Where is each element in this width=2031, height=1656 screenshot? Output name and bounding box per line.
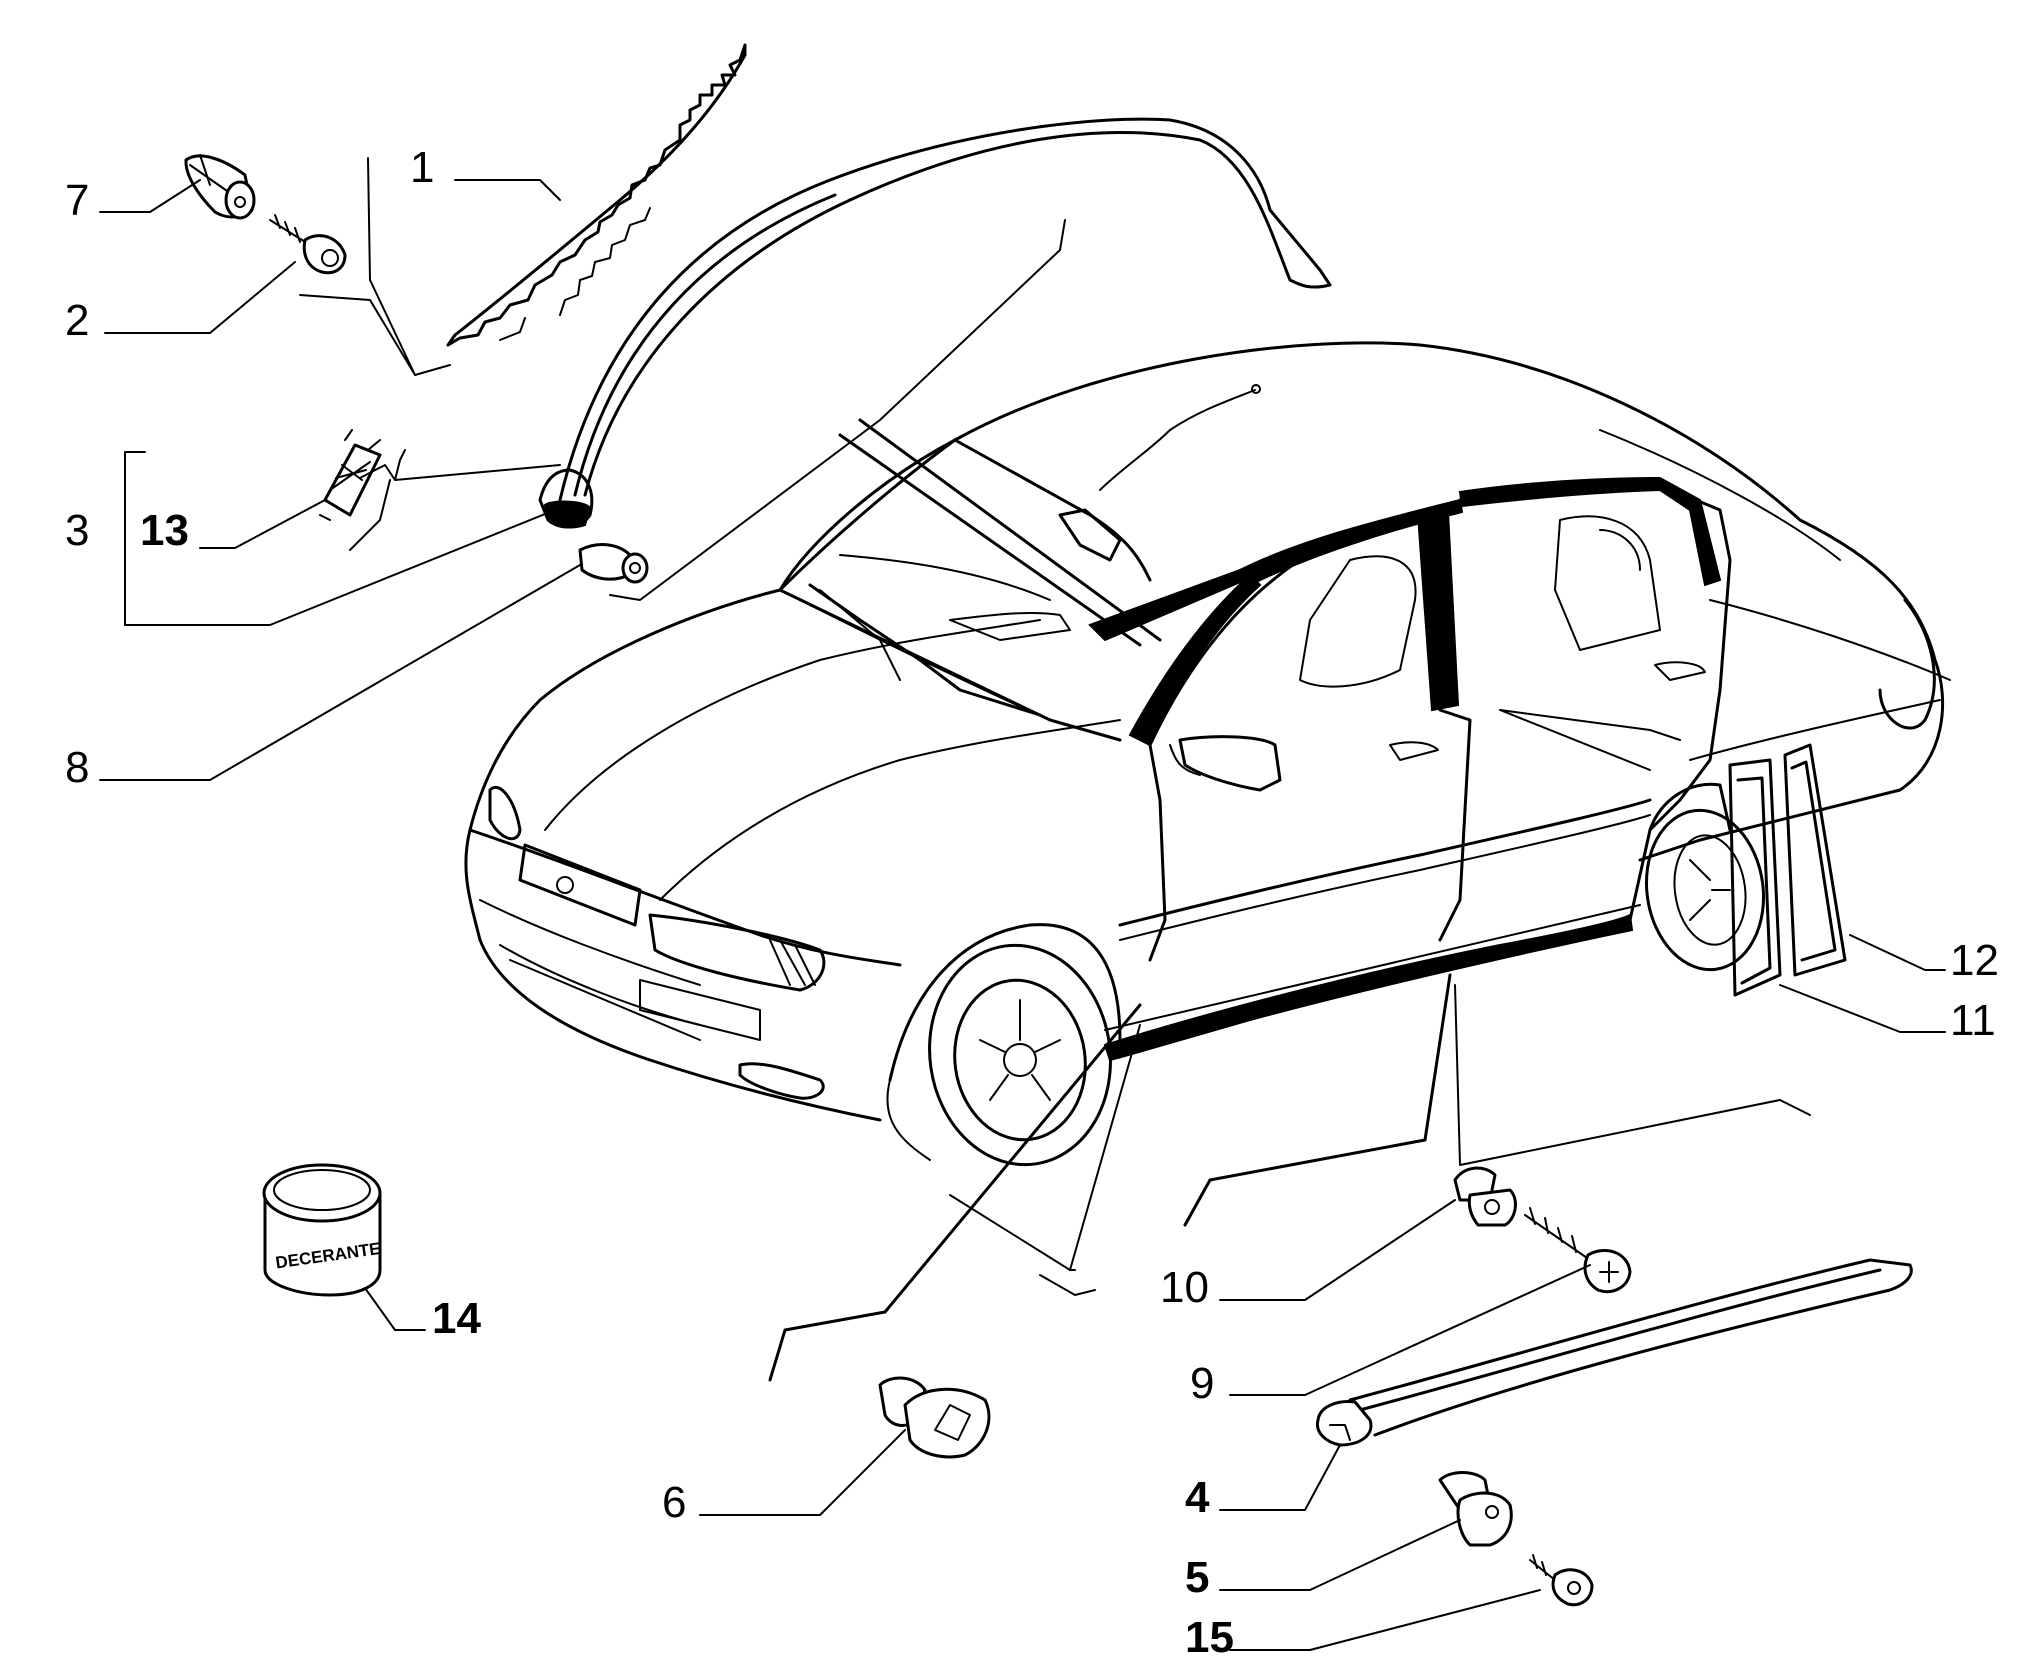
part-14-decerante-can: DECERANTE — [262, 1163, 382, 1297]
callout-1: 1 — [410, 143, 434, 192]
callout-8: 8 — [65, 743, 89, 792]
part-9-screw — [1524, 1207, 1632, 1294]
callout-6: 6 — [662, 1478, 686, 1527]
callout-13: 13 — [140, 506, 189, 555]
callout-labels: 1 2 3 4 5 6 7 8 9 10 11 12 13 14 15 — [65, 143, 1999, 1656]
callout-9: 9 — [1190, 1359, 1214, 1408]
callout-10: 10 — [1160, 1263, 1209, 1312]
callout-11: 11 — [1950, 996, 1996, 1045]
callout-5: 5 — [1185, 1553, 1209, 1602]
part-1-door-seal — [538, 117, 1332, 529]
part-7-plug — [184, 154, 256, 220]
part-6-clip — [878, 1376, 991, 1459]
callout-2: 2 — [65, 296, 89, 345]
part-4-sill-strip — [1315, 1258, 1913, 1447]
part-11-12-pillar-trims — [1728, 743, 1847, 997]
part-8-push-pin — [578, 543, 649, 584]
part-13-clip — [319, 429, 382, 521]
part-1-jagged-seal — [446, 43, 747, 347]
car-illustration — [464, 341, 1951, 1167]
part-2-screw — [269, 214, 347, 275]
callout-7: 7 — [65, 176, 89, 225]
callout-3: 3 — [65, 506, 89, 555]
part-5-clip — [1438, 1471, 1513, 1547]
callout-12: 12 — [1950, 936, 1999, 985]
part-15-screw — [1529, 1554, 1594, 1607]
callout-14: 14 — [432, 1294, 481, 1343]
part-10-nut-clip — [1453, 1166, 1517, 1227]
leader-lines — [99, 157, 1946, 1651]
callout-4: 4 — [1185, 1473, 1210, 1522]
callout-15: 15 — [1185, 1613, 1234, 1656]
